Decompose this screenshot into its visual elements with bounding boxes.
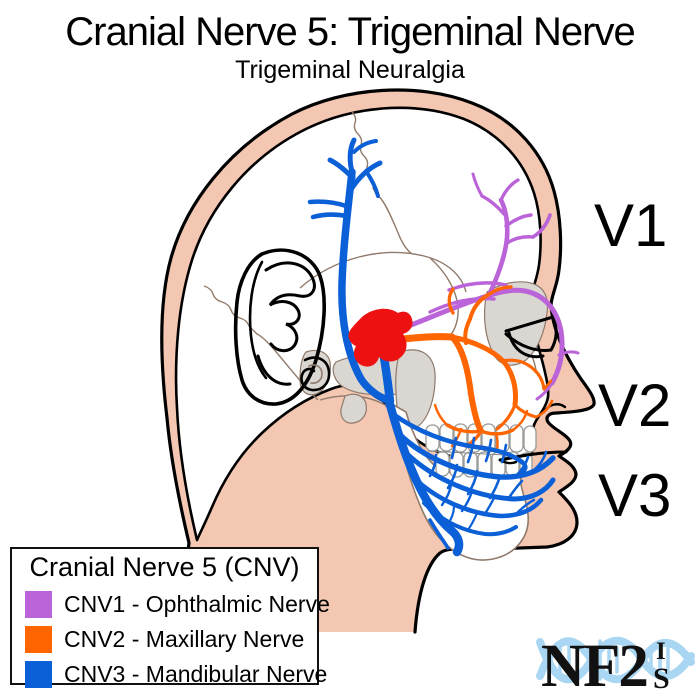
page-subtitle: Trigeminal Neuralgia <box>235 56 465 84</box>
cnv1-label: CNV1 - Ophthalmic Nerve <box>64 590 330 617</box>
eye-socket <box>483 281 558 366</box>
legend-title: Cranial Nerve 5 (CNV) <box>29 552 300 582</box>
cnv2-label: CNV2 - Maxillary Nerve <box>64 625 305 652</box>
nerve-v3-mandibular <box>307 137 556 557</box>
eye-icon <box>504 315 558 359</box>
legend-box: Cranial Nerve 5 (CNV) CNV1 - Ophthalmic … <box>10 547 330 688</box>
nerve-v2-maxillary <box>399 285 554 454</box>
nerve-v1-ophthalmic <box>403 172 580 401</box>
bone-shading <box>299 349 436 429</box>
legend-item-cnv2: CNV2 - Maxillary Nerve <box>25 625 317 653</box>
logo-text: NF2 <box>541 633 647 700</box>
cnv3-label: CNV3 - Mandibular Nerve <box>64 660 328 687</box>
nf2-logo: NF2 I S <box>536 633 695 700</box>
cnv3-color-swatch <box>25 660 52 688</box>
dna-helix-icon <box>536 636 695 684</box>
logo-suffix-bottom: S <box>653 662 670 695</box>
ear-icon <box>233 248 331 406</box>
logo-suffix-top: I <box>656 638 666 665</box>
label-v2: V2 <box>598 372 672 439</box>
label-v3: V3 <box>598 462 672 529</box>
cnv1-color-swatch <box>25 590 52 618</box>
legend-item-cnv1: CNV1 - Ophthalmic Nerve <box>25 590 330 618</box>
label-v1: V1 <box>594 192 668 259</box>
legend-item-cnv3: CNV3 - Mandibular Nerve <box>25 660 327 688</box>
cnv2-color-swatch <box>25 625 52 653</box>
page-title: Cranial Nerve 5: Trigeminal Nerve <box>65 10 635 54</box>
trigeminal-ganglion <box>348 308 413 367</box>
